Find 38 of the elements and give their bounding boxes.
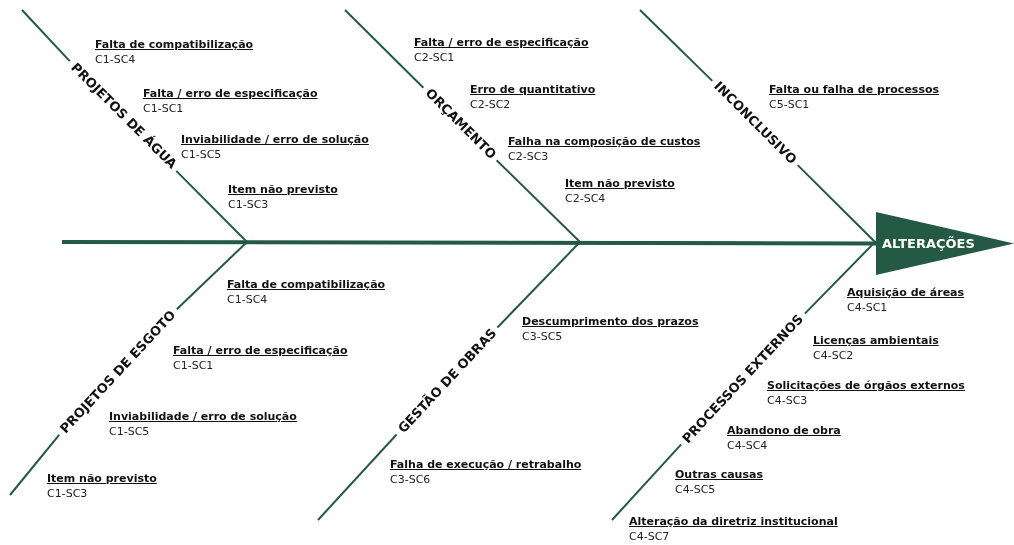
- cause-code: C1-SC3: [47, 487, 88, 501]
- cause-code: C4-SC7: [629, 530, 670, 544]
- cause-heading: Falha na composição de custos: [508, 135, 701, 149]
- cause-heading: Item não previsto: [565, 177, 675, 191]
- cause-heading: Solicitações de órgãos externos: [767, 379, 965, 393]
- cause-heading: Alteração da diretriz institucional: [629, 515, 838, 529]
- cause-code: C4-SC3: [767, 394, 808, 408]
- cause-code: C4-SC5: [675, 483, 716, 497]
- cause-heading: Inviabilidade / erro de solução: [181, 133, 369, 147]
- bone-line: [796, 164, 877, 245]
- cause-heading: Falta / erro de especificação: [414, 36, 589, 50]
- cause-code: C4-SC4: [727, 439, 768, 453]
- cause-heading: Falta de compatibilização: [95, 38, 254, 52]
- cause-heading: Item não previsto: [228, 183, 338, 197]
- cause-code: C2-SC4: [565, 192, 606, 206]
- cause-heading: Falta / erro de especificação: [173, 344, 348, 357]
- spine-line: [62, 240, 876, 246]
- cause-code: C1-SC4: [227, 293, 268, 307]
- cause-heading: Item não previsto: [47, 472, 157, 486]
- cause-code: C4-SC1: [847, 301, 888, 315]
- cause-code: C2-SC1: [414, 51, 455, 65]
- cause-heading: Licenças ambientais: [813, 334, 939, 348]
- cause-code: C1-SC1: [173, 359, 214, 373]
- cause-code: C1-SC3: [228, 198, 269, 212]
- effect-arrowhead: ALTERAÇÕES: [876, 212, 1014, 275]
- cause-code: C1-SC5: [181, 148, 222, 162]
- cause-heading: Descumprimento dos prazos: [522, 315, 699, 329]
- cause-heading: Falha de execução / retrabalho: [390, 458, 582, 472]
- cause-code: C3-SC6: [390, 473, 431, 487]
- cause-code: C1-SC4: [95, 53, 136, 66]
- cause-heading: Falta de compatibilização: [227, 278, 386, 292]
- cause-code: C2-SC3: [508, 150, 549, 164]
- cause-code: C3-SC5: [522, 330, 563, 344]
- cause-heading: Falta / erro de especificação: [143, 87, 318, 101]
- cause-heading: Outras causas: [675, 468, 763, 482]
- cause-code: C1-SC1: [143, 102, 184, 116]
- cause-heading: Aquisição de áreas: [847, 286, 965, 300]
- cause-code: C4-SC2: [813, 349, 854, 363]
